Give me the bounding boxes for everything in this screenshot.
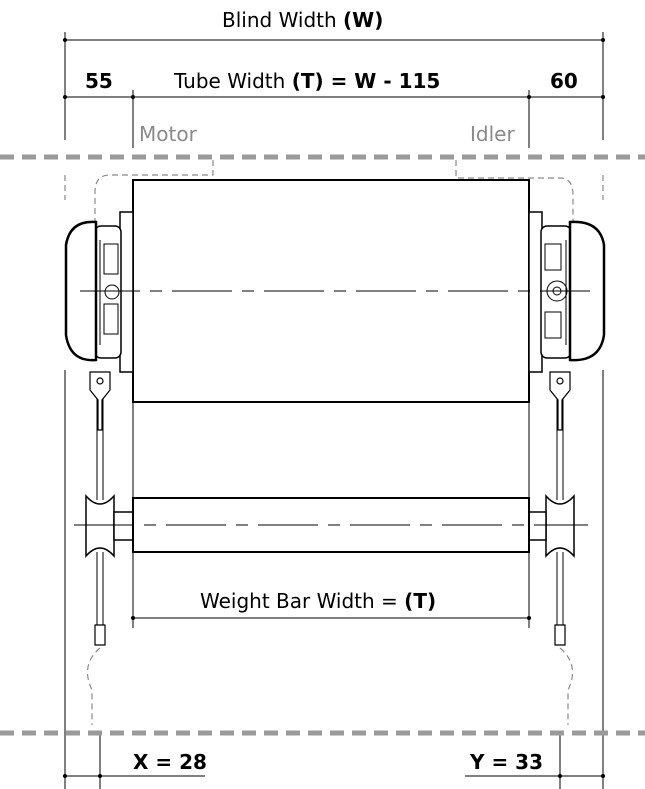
motor-end (64, 211, 134, 373)
tube-width-text: Tube Width (174, 69, 292, 93)
y-dimension-label: Y = 33 (470, 750, 543, 774)
reference-lines (0, 154, 645, 736)
weight-bar-width-label: Weight Bar Width = (T) (200, 589, 436, 613)
hidden-brackets (64, 160, 604, 725)
dimension-lines (65, 39, 603, 777)
right-offset-label: 60 (550, 69, 578, 93)
idler-end (528, 211, 606, 373)
blind-width-var: (W) (343, 8, 384, 32)
dimension-ticks (63, 38, 605, 778)
weight-bar-var: (T) (404, 589, 437, 613)
weight-bar-guides (85, 494, 575, 558)
top-cable-clips (89, 371, 571, 431)
motor-bracket-outline (94, 160, 214, 225)
idler-label: Idler (470, 122, 515, 146)
weight-bar-text: Weight Bar Width = (200, 589, 405, 613)
motor-label: Motor (139, 122, 197, 146)
bottom-tensioners (94, 624, 566, 646)
tube-width-formula: (T) = W - 115 (291, 69, 441, 93)
blind-width-text: Blind Width (222, 8, 344, 32)
x-dimension-label: X = 28 (133, 750, 207, 774)
extension-lines (64, 32, 604, 789)
blind-width-label: Blind Width (W) (222, 8, 383, 32)
tube-width-label: Tube Width (T) = W - 115 (174, 69, 440, 93)
left-offset-label: 55 (85, 69, 113, 93)
idler-bracket-outline (455, 160, 574, 225)
